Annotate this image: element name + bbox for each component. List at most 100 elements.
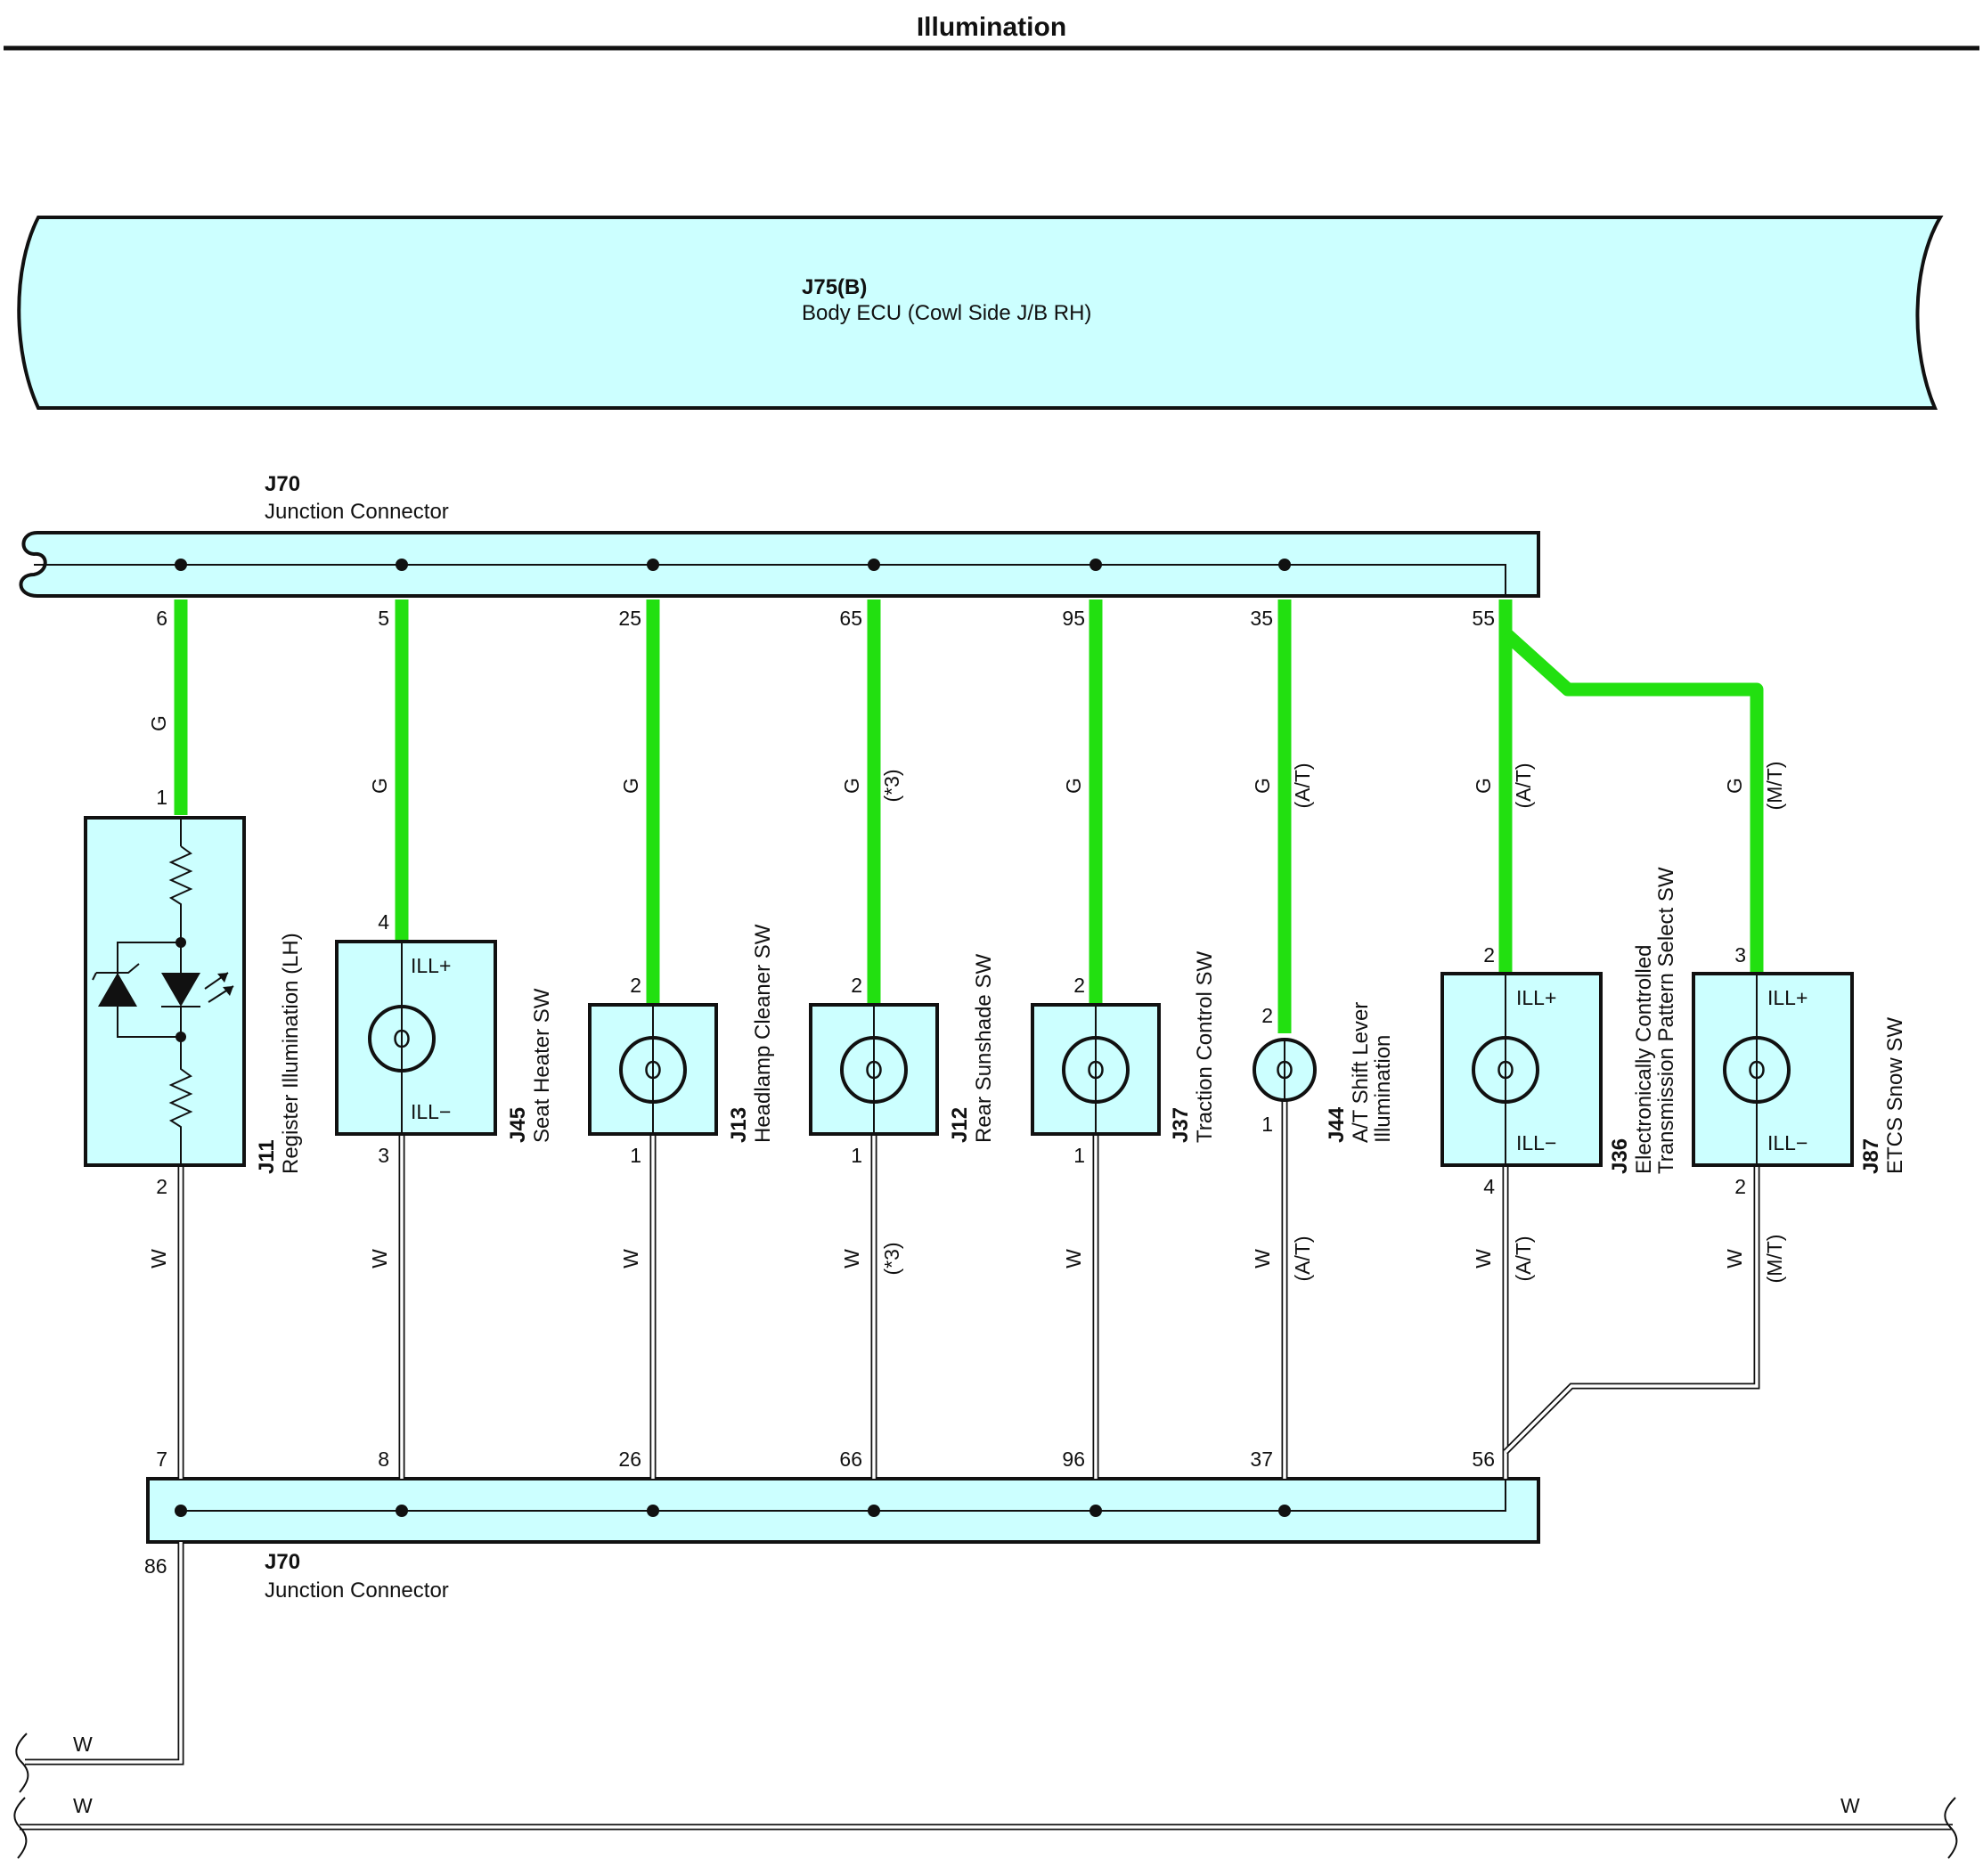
variant-label: (M/T) xyxy=(1763,1235,1786,1284)
bulb-icon xyxy=(840,1036,908,1104)
component-bottom-pin: 2 xyxy=(156,1175,167,1198)
splice-dot xyxy=(1278,1505,1291,1517)
bulb-icon xyxy=(619,1036,687,1104)
wire-color-label: W xyxy=(1251,1249,1274,1268)
jc-top-pin: 25 xyxy=(618,607,641,630)
ill-plus-label: ILL+ xyxy=(411,954,451,977)
splice-dot xyxy=(1278,559,1291,571)
wire-color-label: G xyxy=(1723,778,1746,794)
bulb-icon xyxy=(368,1005,436,1073)
ground-wires xyxy=(20,1097,1953,1831)
wire-color-label: W xyxy=(1472,1249,1495,1268)
component-box xyxy=(1440,972,1603,1167)
component-box xyxy=(335,940,497,1136)
component-code: J13 xyxy=(727,1107,751,1143)
splice-dot xyxy=(396,1505,408,1517)
splice-dot xyxy=(175,559,187,571)
component-top-pin: 1 xyxy=(156,786,167,809)
jc-bottom-pin: 26 xyxy=(618,1448,641,1471)
component-box xyxy=(84,816,246,1167)
splice-dot xyxy=(647,1505,659,1517)
junction-bottom-code: J70 xyxy=(265,1550,300,1574)
junction-bottom-bus xyxy=(181,1479,1506,1512)
w-wire-ground-86 xyxy=(25,1542,184,1766)
junction-top-bus xyxy=(34,564,1506,596)
jc-bottom-pin: 8 xyxy=(378,1448,389,1471)
component-name: Rear Sunshade SW xyxy=(972,954,996,1143)
ill-minus-label: ILL− xyxy=(1767,1131,1808,1154)
variant-label: (A/T) xyxy=(1291,763,1314,808)
component-code: J45 xyxy=(506,1107,530,1143)
component-bottom-pin: 1 xyxy=(1073,1144,1085,1167)
component-code: J36 xyxy=(1608,1138,1632,1174)
jc-top-pin: 6 xyxy=(156,607,167,630)
wire-color-label: G xyxy=(147,715,170,731)
jc-bottom-pin: 7 xyxy=(156,1448,167,1471)
splice-dot xyxy=(1089,559,1102,571)
component-name: Traction Control SW xyxy=(1193,950,1217,1143)
variant-label: (M/T) xyxy=(1763,762,1786,811)
component-top-pin: 4 xyxy=(378,910,389,934)
component-top-pin: 2 xyxy=(630,974,641,997)
wire-color-label: W xyxy=(73,1733,93,1756)
variant-label: (A/T) xyxy=(1512,763,1535,808)
component-label-j36: J36 Electronically Controlled Transmissi… xyxy=(1608,867,1678,1174)
jc-top-pin: 65 xyxy=(839,607,862,630)
component-bottom-pin: 3 xyxy=(378,1144,389,1167)
wire-color-label: G xyxy=(840,778,863,794)
wire-color-label: G xyxy=(368,778,391,794)
wire-color-label: G xyxy=(1062,778,1085,794)
splice-dot xyxy=(868,1505,880,1517)
wire-color-label: W xyxy=(619,1249,642,1268)
component-label-j11: J11 Register Illumination (LH) xyxy=(255,933,303,1174)
power-wires xyxy=(174,600,1764,1033)
wire-color-label: W xyxy=(1723,1249,1746,1268)
wire-color-label: W xyxy=(1840,1794,1860,1817)
jc-top-pin: 35 xyxy=(1250,607,1273,630)
component-j36 xyxy=(1440,972,1603,1167)
jc-bottom-pin: 96 xyxy=(1062,1448,1085,1471)
component-code: J37 xyxy=(1169,1107,1193,1143)
component-name: ETCS Snow SW xyxy=(1883,1017,1907,1174)
wire-color-label: G xyxy=(1251,778,1274,794)
resistor-led-network-icon xyxy=(92,818,234,1165)
wire-color-label: W xyxy=(147,1249,170,1268)
green-wire xyxy=(1500,628,1764,974)
bulb-icon xyxy=(1472,1036,1539,1104)
component-code: J87 xyxy=(1859,1138,1883,1174)
component-label-j45: J45 Seat Heater SW xyxy=(506,988,554,1143)
jc-bottom-pin: 56 xyxy=(1472,1448,1495,1471)
body-ecu-code: J75(B) xyxy=(802,275,867,299)
bulb-icon xyxy=(1253,1038,1317,1102)
component-j12 xyxy=(809,1003,939,1136)
component-label-j12: J12 Rear Sunshade SW xyxy=(948,954,996,1143)
component-label-j37: J37 Traction Control SW xyxy=(1169,950,1217,1143)
wire-break-left-lower xyxy=(13,1797,28,1859)
component-bottom-pin: 1 xyxy=(630,1144,641,1167)
jc-bottom-pin: 66 xyxy=(839,1448,862,1471)
component-code: J11 xyxy=(255,1139,279,1174)
component-top-pin: 2 xyxy=(851,974,862,997)
junction-top-code: J70 xyxy=(265,472,300,496)
component-name: Headlamp Cleaner SW xyxy=(751,924,775,1143)
component-top-pin: 2 xyxy=(1073,974,1085,997)
ill-minus-label: ILL− xyxy=(1516,1131,1556,1154)
component-name: Electronically Controlled xyxy=(1632,945,1656,1174)
component-name-line2: Illumination xyxy=(1371,1035,1395,1143)
component-label-j13: J13 Headlamp Cleaner SW xyxy=(727,924,775,1143)
ill-plus-label: ILL+ xyxy=(1767,986,1808,1009)
jc-top-pin: 95 xyxy=(1062,607,1085,630)
component-j87 xyxy=(1692,972,1854,1167)
bulb-icon xyxy=(1723,1036,1791,1104)
component-top-pin: 2 xyxy=(1483,943,1495,967)
wire-break-right-lower xyxy=(1944,1797,1958,1859)
component-j45 xyxy=(335,940,497,1136)
wire-color-label: W xyxy=(73,1794,93,1817)
splice-dot xyxy=(1089,1505,1102,1517)
body-ecu-block xyxy=(17,216,1944,410)
jc-bottom-pin: 37 xyxy=(1250,1448,1273,1471)
ill-minus-label: ILL− xyxy=(411,1100,451,1123)
component-bottom-pin: 1 xyxy=(851,1144,862,1167)
component-code: J44 xyxy=(1325,1106,1349,1143)
component-j13 xyxy=(588,1003,718,1136)
